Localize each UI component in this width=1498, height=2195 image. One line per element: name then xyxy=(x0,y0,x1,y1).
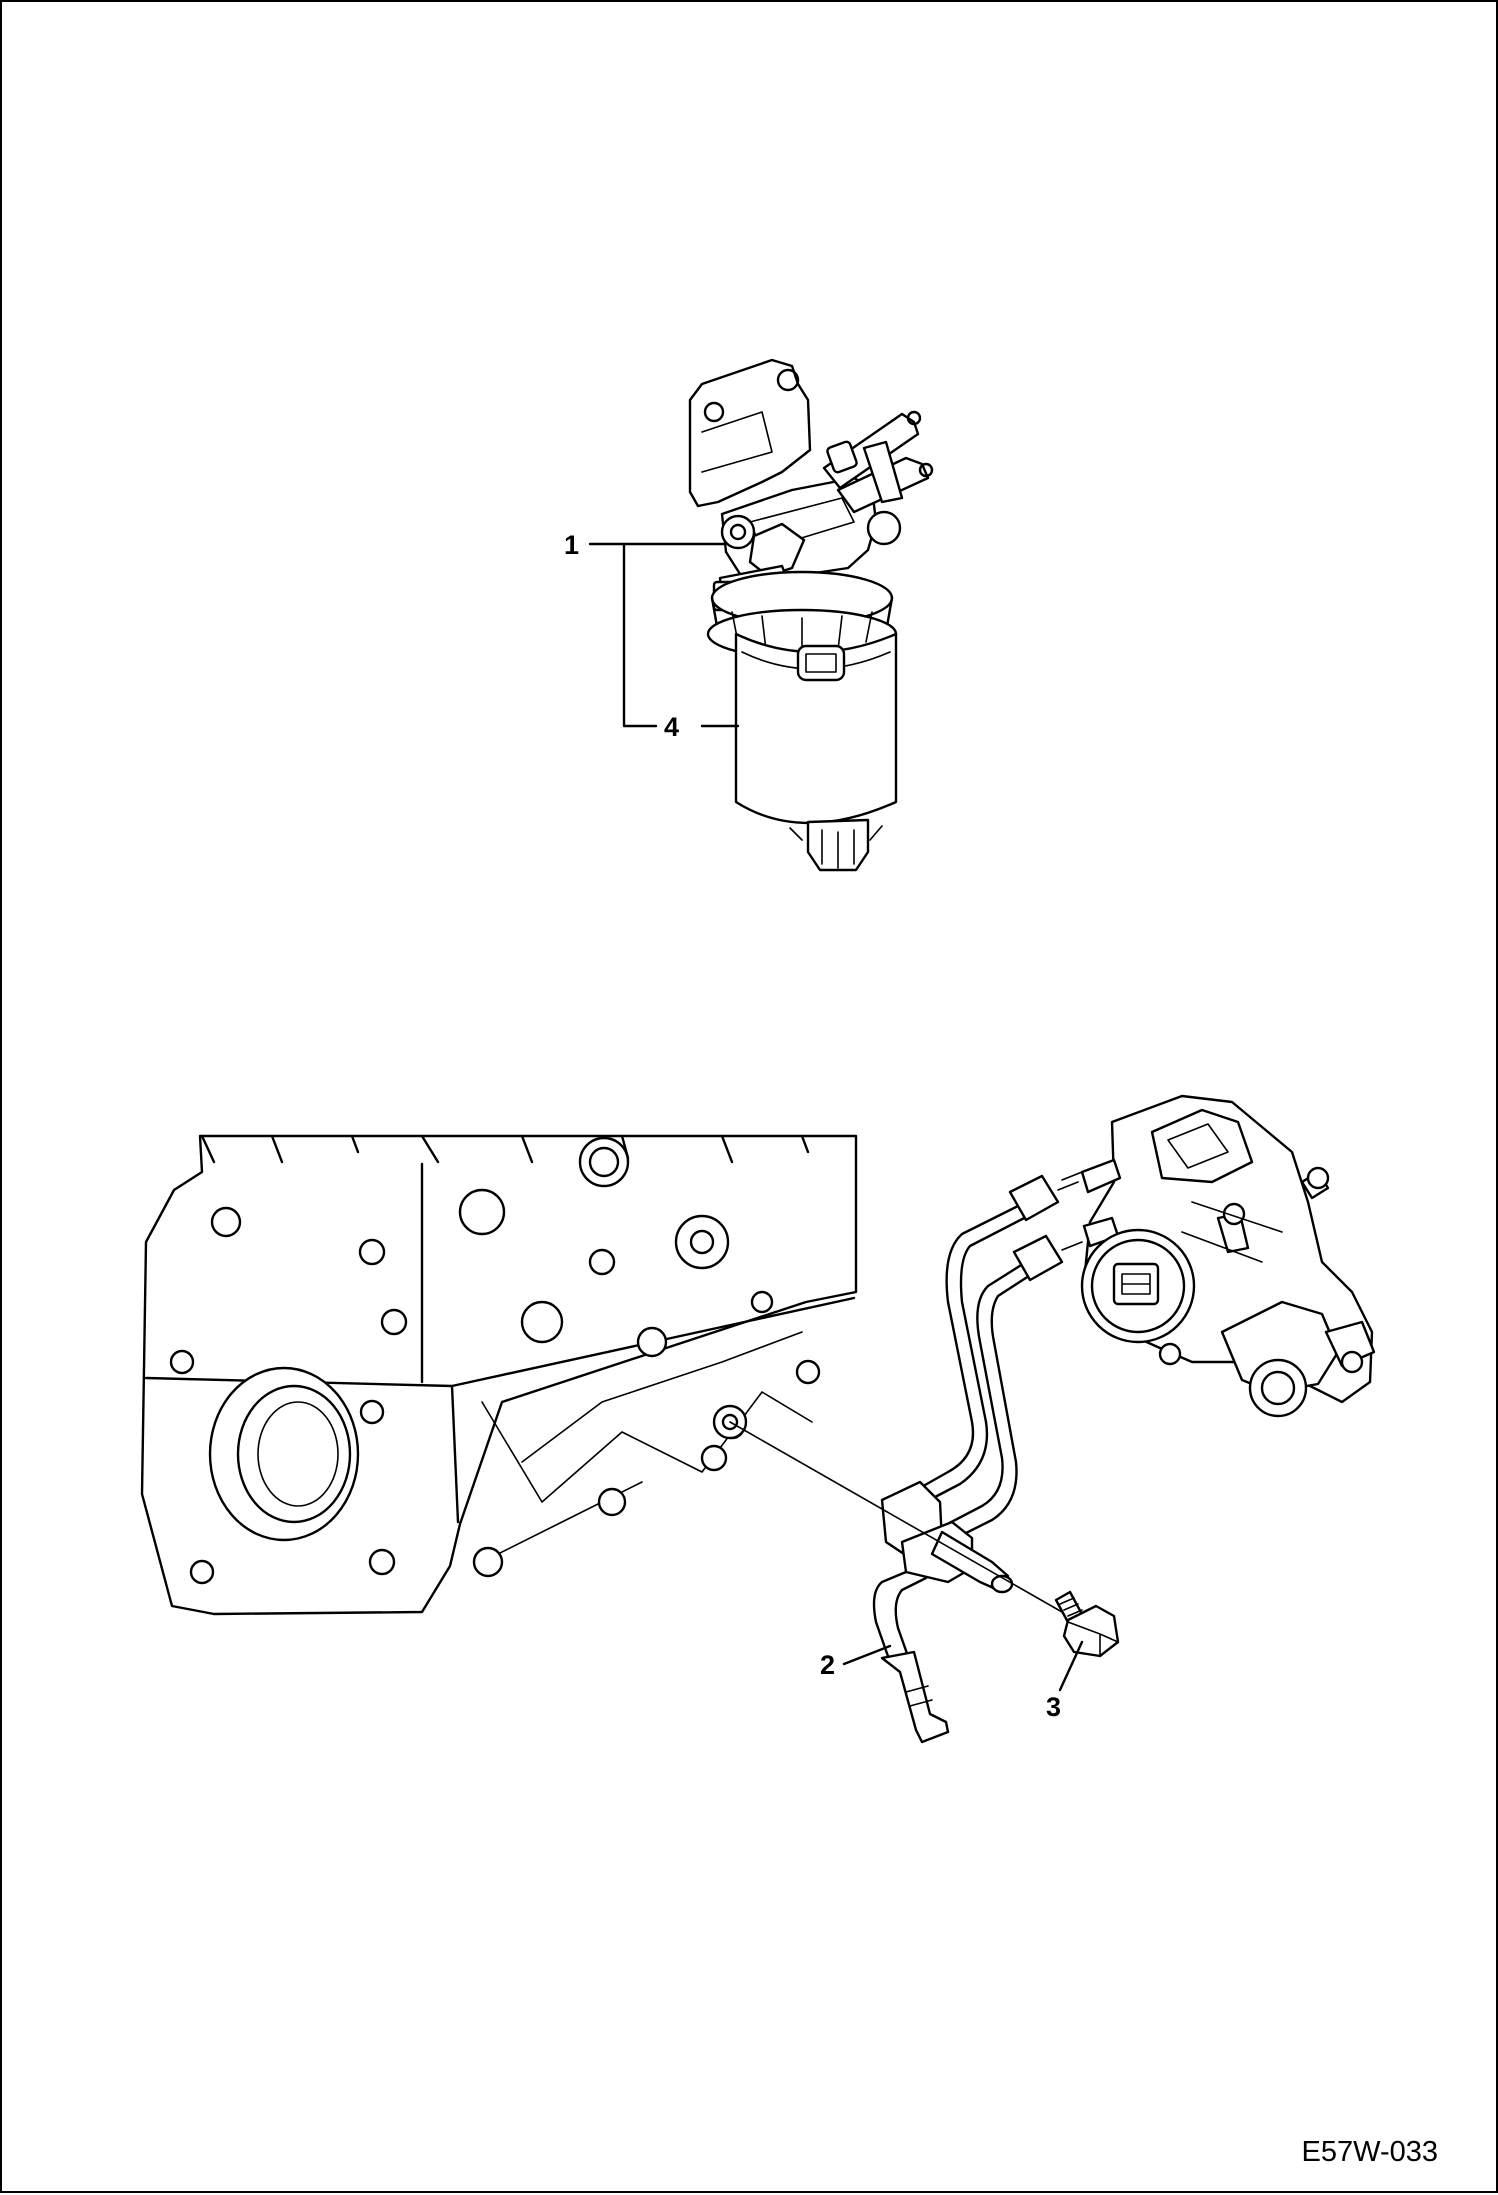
callout-2: 2 xyxy=(820,1650,836,1680)
fuel-injection-pump xyxy=(1080,1094,1376,1418)
fuel-pipe-assembly xyxy=(872,1174,1083,1744)
callout-4: 4 xyxy=(664,712,680,742)
drawing-reference-number: E57W-033 xyxy=(1301,2136,1439,2168)
callout-1: 1 xyxy=(564,530,580,560)
alignment-line-pump-1 xyxy=(1061,1171,1083,1181)
fuel-filter-assembly xyxy=(688,358,934,872)
callout-3: 3 xyxy=(1046,1692,1062,1722)
banjo-bolt xyxy=(1054,1590,1120,1658)
alignment-line xyxy=(729,1421,1063,1613)
leader-lines-pipe xyxy=(842,1640,1084,1692)
engine-block xyxy=(140,1134,858,1616)
leader-lines-filter xyxy=(588,542,740,728)
